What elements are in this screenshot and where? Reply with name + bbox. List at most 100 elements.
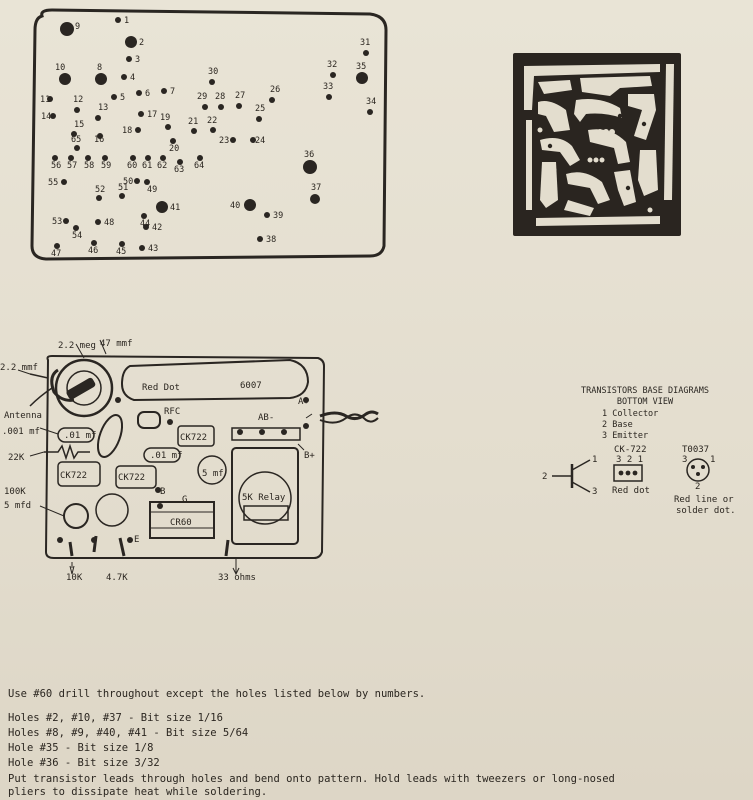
ck722-pins: 3 2 1 — [616, 455, 643, 465]
drill-hole-39 — [264, 212, 270, 218]
drill-hole-label-47: 47 — [51, 249, 61, 259]
drill-hole-label-60: 60 — [127, 161, 137, 171]
drill-hole-label-64: 64 — [194, 161, 204, 171]
drill-hole-label-24: 24 — [255, 136, 265, 146]
transistor-diagram-subtitle: BOTTOM VIEW — [616, 397, 674, 407]
drill-hole-label-10: 10 — [55, 63, 65, 73]
drill-hole-label-63: 63 — [174, 165, 184, 175]
label-relay: 5K Relay — [242, 493, 286, 503]
instruction-line-2: Holes #2, #10, #37 - Bit size 1/16 — [8, 712, 223, 724]
drill-hole-label-7: 7 — [170, 87, 175, 97]
label-cap-001: .001 mf — [2, 427, 40, 437]
drill-hole-52 — [96, 195, 102, 201]
rfc-coil — [137, 411, 161, 429]
label-ck722-left: CK722 — [60, 471, 87, 481]
label-ck722-top: CK722 — [180, 433, 207, 443]
to037-pin-2: 2 — [695, 482, 700, 492]
drill-hole-label-13: 13 — [98, 103, 108, 113]
label-cap-01b: .01 mf — [150, 451, 183, 461]
instruction-line-5: Hole #36 - Bit size 3/32 — [8, 757, 160, 769]
drill-hole-label-21: 21 — [188, 117, 198, 127]
label-res-10k: 10K — [66, 573, 83, 583]
transistor-symbol: 2 1 3 — [542, 455, 597, 497]
drill-hole-36 — [303, 160, 317, 174]
drill-hole-label-61: 61 — [142, 161, 152, 171]
drill-hole-label-55: 55 — [48, 178, 58, 188]
drill-hole-label-30: 30 — [208, 67, 218, 77]
drill-hole-label-28: 28 — [215, 92, 225, 102]
drill-hole-label-17: 17 — [147, 110, 157, 120]
instruction-line-7: pliers to dissipate heat while soldering… — [8, 786, 268, 798]
drill-hole-44 — [141, 213, 147, 219]
drill-hole-56 — [52, 155, 58, 161]
ck722-middle — [115, 465, 157, 489]
ck722-base-diagram: CK-722 3 2 1 Red dot — [612, 445, 650, 496]
drill-hole-34 — [367, 109, 373, 115]
label-cap-47mmf: 47 mmf — [100, 339, 133, 349]
drill-hole-label-31: 31 — [360, 38, 370, 48]
label-tube: 6007 — [240, 381, 262, 391]
drill-hole-11 — [47, 96, 53, 102]
label-cap-22meg: 2.2 meg — [58, 341, 96, 351]
drill-hole-3 — [126, 56, 132, 62]
drill-hole-48 — [95, 219, 101, 225]
to037-note-2: solder dot. — [676, 506, 736, 516]
to037-name: T0037 — [682, 445, 709, 455]
drill-hole-63 — [177, 159, 183, 165]
cr60-transformer — [149, 501, 215, 539]
drill-hole-label-15: 15 — [74, 120, 84, 130]
label-cap-22mmf: 2.2 mmf — [0, 363, 38, 373]
drill-hole-label-59: 59 — [101, 161, 111, 171]
drill-hole-47 — [54, 243, 60, 249]
to037-note-1: Red line or — [674, 495, 734, 505]
drill-hole-17 — [138, 111, 144, 117]
label-rfc: RFC — [164, 407, 180, 417]
drill-hole-33 — [326, 94, 332, 100]
drill-hole-label-8: 8 — [97, 63, 102, 73]
component-layout: 2.2 meg 47 mmf 2.2 mmf Antenna .001 mf .… — [0, 339, 379, 583]
drill-hole-label-5: 5 — [120, 93, 125, 103]
ck722-note: Red dot — [612, 486, 650, 496]
drill-hole-41 — [156, 201, 168, 213]
drill-hole-16 — [97, 133, 103, 139]
drill-hole-label-35: 35 — [356, 62, 366, 72]
drill-hole-15 — [71, 131, 77, 137]
instruction-line-6: Put transistor leads through holes and b… — [8, 773, 615, 785]
drill-hole-label-45: 45 — [116, 247, 126, 257]
drill-hole-label-50: 50 — [123, 177, 133, 187]
ck722-top — [177, 425, 215, 447]
drill-hole-54 — [73, 225, 79, 231]
drill-hole-label-9: 9 — [75, 22, 80, 32]
drill-hole-label-20: 20 — [169, 144, 179, 154]
drill-hole-43 — [139, 245, 145, 251]
symbol-pin-1: 1 — [592, 455, 597, 465]
drill-hole-label-62: 62 — [157, 161, 167, 171]
drill-hole-14 — [50, 113, 56, 119]
drill-hole-4 — [121, 74, 127, 80]
drill-hole-64 — [197, 155, 203, 161]
drill-hole-label-33: 33 — [323, 82, 333, 92]
pcb-pattern — [513, 53, 681, 236]
drill-hole-9 — [60, 22, 74, 36]
drill-hole-label-3: 3 — [135, 55, 140, 65]
drill-hole-13 — [95, 115, 101, 121]
label-pin-b: B — [160, 487, 165, 497]
label-a-plus: A+ — [298, 397, 309, 407]
ck722-left — [57, 461, 101, 487]
drill-hole-50 — [134, 178, 140, 184]
legend-collector: 1 Collector — [602, 409, 659, 419]
drill-hole-label-48: 48 — [104, 218, 114, 228]
drill-hole-7 — [161, 88, 167, 94]
drill-hole-label-2: 2 — [139, 38, 144, 48]
drill-hole-label-18: 18 — [122, 126, 132, 136]
drill-hole-label-19: 19 — [160, 113, 170, 123]
drill-hole-60 — [130, 155, 136, 161]
drill-hole-1 — [115, 17, 121, 23]
relay-5k — [231, 447, 299, 545]
drill-hole-55 — [61, 179, 67, 185]
label-b-plus: B+ — [304, 451, 315, 461]
drill-hole-6 — [136, 90, 142, 96]
drill-hole-label-44: 44 — [140, 219, 150, 229]
instruction-line-1: Use #60 drill throughout except the hole… — [8, 688, 426, 700]
